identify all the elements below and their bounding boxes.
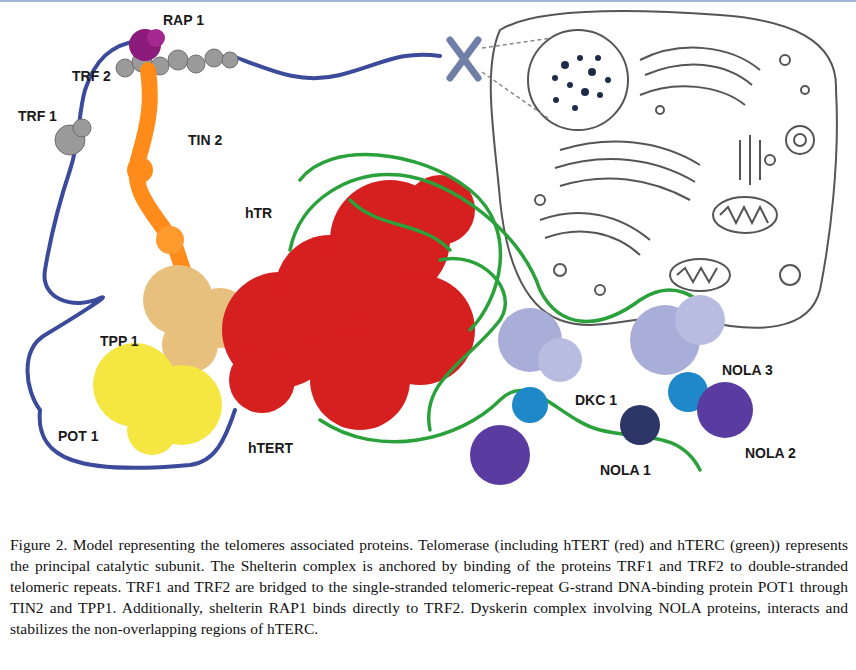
protein-label: RAP 1: [163, 12, 204, 28]
cell-drawing: [491, 11, 837, 328]
protein-label: hTR: [245, 205, 272, 221]
protein-label: NOLA 1: [600, 462, 651, 478]
protein-label: hTERT: [248, 440, 293, 456]
figure-caption: Figure 2. Model representing the telomer…: [10, 534, 848, 639]
protein-label: DKC 1: [575, 392, 617, 408]
protein-label: POT 1: [58, 428, 98, 444]
chromosome-icon: [450, 40, 478, 78]
protein-label: NOLA 3: [722, 362, 773, 378]
protein-label: TIN 2: [188, 132, 222, 148]
protein-label: TRF 2: [72, 68, 111, 84]
protein-label: TRF 1: [18, 108, 57, 124]
protein-label: NOLA 2: [745, 445, 796, 461]
telomere-illustration: [0, 0, 856, 530]
protein-label: TPP 1: [100, 333, 139, 349]
